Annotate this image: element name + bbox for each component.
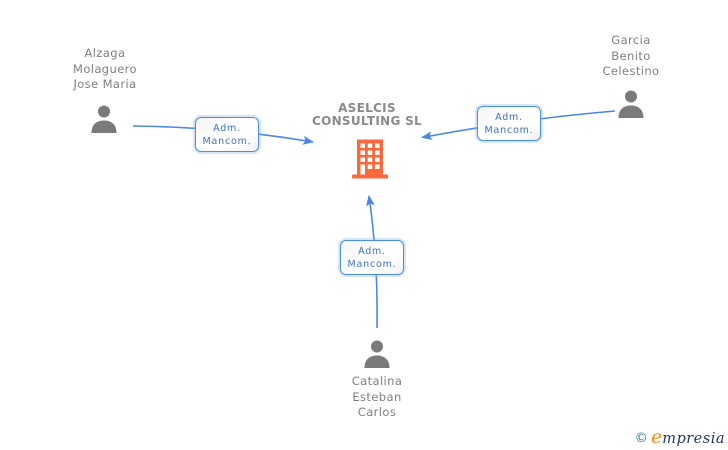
person-icon bbox=[91, 105, 117, 133]
person-name-garcia: Garcia Benito Celestino bbox=[602, 33, 660, 78]
empresia-logo: ©empresia bbox=[634, 426, 725, 448]
building-icon bbox=[352, 139, 388, 179]
brand-name: mpresia bbox=[662, 431, 725, 447]
relation-box-right: Adm. Mancom. bbox=[477, 106, 541, 141]
relation-box-bottom: Adm. Mancom. bbox=[340, 240, 404, 275]
person-icon bbox=[618, 90, 644, 118]
company-name: ASELCIS CONSULTING SL bbox=[311, 101, 422, 128]
person-name-catalina: Catalina Esteban Carlos bbox=[351, 374, 403, 419]
brand-initial: e bbox=[650, 426, 663, 448]
person-name-alzaga: Alzaga Molaguero Jose Maria bbox=[73, 46, 137, 91]
relation-box-left: Adm. Mancom. bbox=[195, 117, 259, 152]
person-icon bbox=[364, 340, 390, 368]
copyright-symbol: © bbox=[634, 430, 648, 446]
